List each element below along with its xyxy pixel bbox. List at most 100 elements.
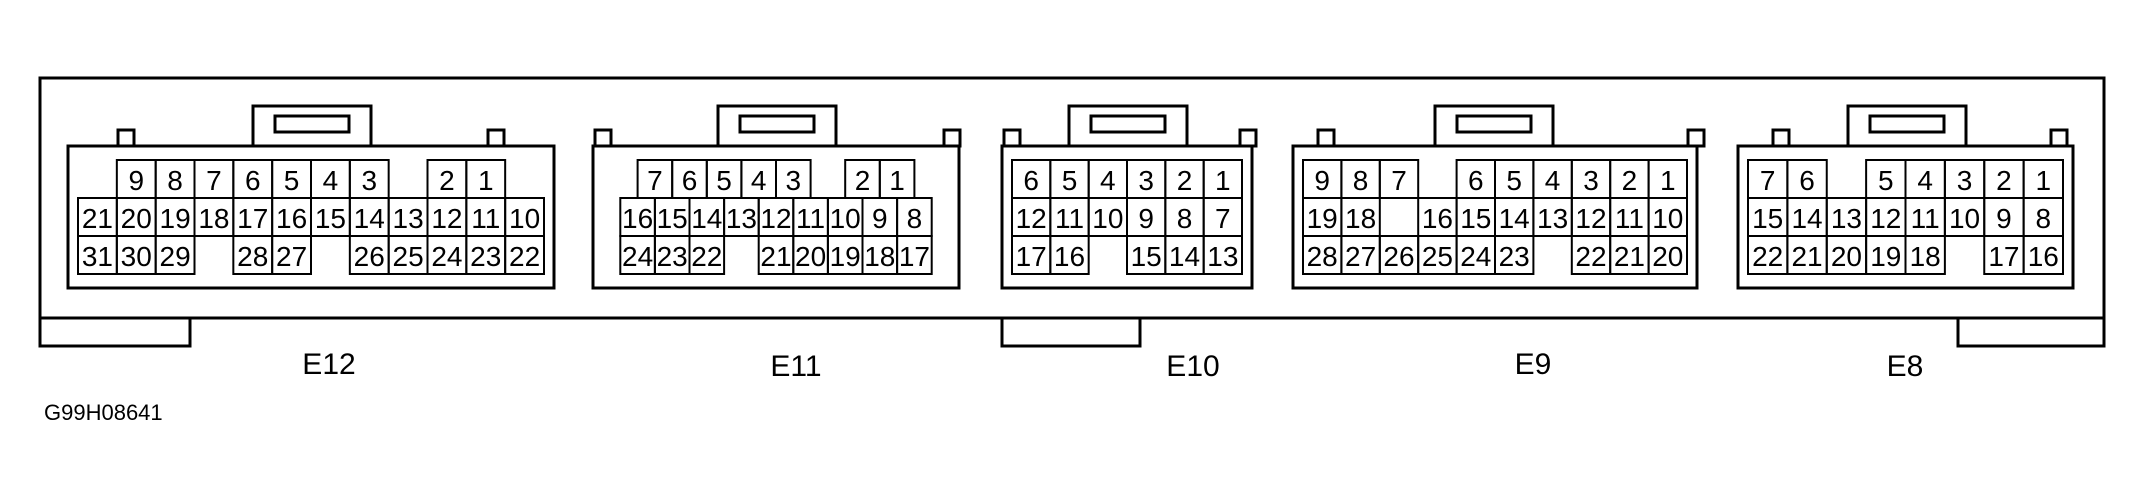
pin-number: 20 [795, 241, 826, 272]
pin-number: 3 [1957, 165, 1973, 196]
pin-number: 14 [1499, 203, 1530, 234]
pin-number: 19 [830, 241, 861, 272]
pin-cell [1049, 235, 1090, 275]
pin-number: 29 [160, 241, 191, 272]
pin-number: 20 [1652, 241, 1683, 272]
pin-number: 9 [872, 203, 888, 234]
connector-latch [716, 104, 838, 148]
pin-number: 16 [1422, 203, 1453, 234]
pin-number: 2 [1622, 165, 1638, 196]
pin-number: 22 [691, 241, 722, 272]
pin-number: 19 [1307, 203, 1338, 234]
connector-latch-slot [1089, 114, 1167, 134]
pin-number: 31 [82, 241, 113, 272]
pin-number: 10 [1949, 203, 1980, 234]
pin-number: 3 [361, 165, 377, 196]
pin-cell [2022, 235, 2064, 275]
connector-guide-tab [1316, 128, 1336, 148]
pin-number: 7 [647, 165, 663, 196]
connector-latch-slot [738, 114, 816, 134]
pin-number: 22 [1575, 241, 1606, 272]
pin-number: 22 [509, 241, 540, 272]
pin-number: 3 [786, 165, 802, 196]
pin-cell [1494, 235, 1535, 275]
connector-guide-tab [486, 128, 506, 148]
pin-cell [1378, 159, 1420, 199]
mount-tab-right [1956, 318, 2106, 348]
pin-number: 27 [276, 241, 307, 272]
pin-number: 7 [1391, 165, 1407, 196]
pin-number: 10 [509, 203, 540, 234]
pin-number: 6 [245, 165, 261, 196]
pin-number: 5 [1506, 165, 1522, 196]
pin-number: 2 [1177, 165, 1193, 196]
pin-cell [271, 235, 312, 275]
pin-number: 27 [1345, 241, 1376, 272]
pin-number: 8 [907, 203, 923, 234]
pin-number: 22 [1752, 241, 1783, 272]
connector-latch [251, 104, 373, 148]
pin-number: 1 [889, 165, 905, 196]
connector-latch-slot [1455, 114, 1533, 134]
pin-number: 28 [1307, 241, 1338, 272]
pin-cell [1647, 235, 1688, 275]
pin-number: 12 [760, 203, 791, 234]
pin-number: 16 [1054, 241, 1085, 272]
connector-latch-slot [1868, 114, 1946, 134]
pin-number: 12 [1575, 203, 1606, 234]
pin-number: 4 [323, 165, 339, 196]
pin-number: 13 [393, 203, 424, 234]
pin-number: 11 [1911, 203, 1940, 234]
pin-number: 2 [855, 165, 871, 196]
connector-guide-tab [2049, 128, 2069, 148]
mount-tab-left [38, 318, 192, 348]
pin-number: 20 [121, 203, 152, 234]
pin-number: 25 [1422, 241, 1453, 272]
pin-number: 14 [1169, 241, 1200, 272]
pin-number: 4 [1917, 165, 1933, 196]
pin-number: 12 [1870, 203, 1901, 234]
connector-guide-tab [116, 128, 136, 148]
pin-number: 23 [657, 241, 688, 272]
connector-latch [1433, 104, 1555, 148]
pin-number: 11 [796, 203, 825, 234]
connector-guide-tab [593, 128, 613, 148]
pin-number: 1 [2036, 165, 2052, 196]
pin-number: 18 [864, 241, 895, 272]
pin-cell [1904, 235, 1946, 275]
pin-number: 16 [622, 203, 653, 234]
pin-number: 9 [1138, 203, 1154, 234]
pin-number: 10 [1092, 203, 1123, 234]
pin-number: 17 [1988, 241, 2019, 272]
pin-number: 8 [167, 165, 183, 196]
pin-number: 6 [1468, 165, 1484, 196]
pin-number: 6 [1023, 165, 1039, 196]
pin-number: 13 [1207, 241, 1238, 272]
connector-guide-tab [1002, 128, 1022, 148]
pin-number: 4 [1545, 165, 1561, 196]
pin-number: 25 [393, 241, 424, 272]
pin-number: 5 [1878, 165, 1894, 196]
connector-guide-tab [1771, 128, 1791, 148]
pin-number: 15 [657, 203, 688, 234]
pin-cell [896, 235, 933, 275]
pin-number: 15 [1752, 203, 1783, 234]
pin-number: 12 [431, 203, 462, 234]
pin-number: 30 [121, 241, 152, 272]
pin-number: 14 [354, 203, 385, 234]
connector-guide-tab [1238, 128, 1258, 148]
pin-number: 15 [315, 203, 346, 234]
pin-number: 18 [1910, 241, 1941, 272]
pin-number: 15 [1460, 203, 1491, 234]
pin-number: 8 [2036, 203, 2052, 234]
pin-number: 2 [439, 165, 455, 196]
pin-number: 9 [1996, 203, 2012, 234]
pin-number: 4 [1100, 165, 1116, 196]
pin-number: 1 [478, 165, 494, 196]
pin-cell [1202, 235, 1243, 275]
pin-number: 18 [198, 203, 229, 234]
pin-number: 6 [1799, 165, 1815, 196]
pin-number: 21 [1614, 241, 1645, 272]
